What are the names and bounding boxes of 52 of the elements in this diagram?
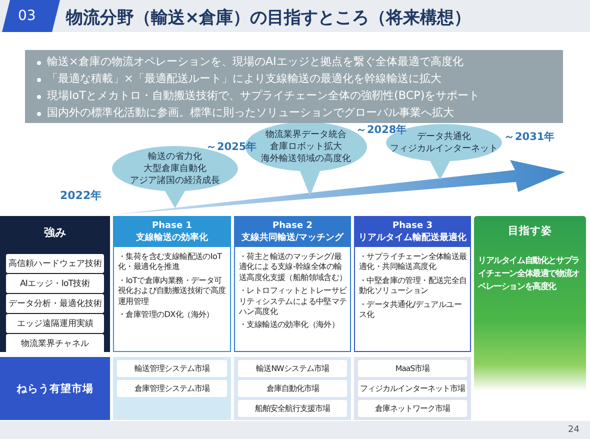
bubble-text: アジア諸国の経済成長	[130, 175, 220, 187]
phase-bullet: ・荷主と輸送のマッチング/最適化による支線-幹線全体の輸送高度化支援（船舶領域含む）	[239, 251, 347, 282]
goal-heading: 目指す姿	[507, 224, 553, 238]
bubble-text: 輸送の省力化	[148, 151, 202, 163]
phase-bullet: ・IoTで倉庫内業務・データ可視化および自動搬送技術で高度運用管理	[118, 274, 227, 306]
slide-title: 物流分野（輸送×倉庫）の目指すところ（将来構想）	[66, 7, 472, 29]
bubble-text: 倉庫ロボット拡大	[270, 141, 342, 153]
phase-bullet: ・倉庫管理のDX化（海外）	[118, 309, 215, 320]
bubble-text: 海外輸送領域の高度化	[261, 153, 351, 165]
phase-bullet: ・集荷を含む支線輸配送のIoT化・最適化を推進	[118, 251, 223, 272]
year-label: ～2028年	[356, 123, 408, 137]
market-panel	[113, 357, 231, 420]
phase-panel	[234, 216, 351, 352]
phase-title: Phase 2	[272, 220, 312, 232]
phase-bullet: ・支線輸送の効率化（海外）	[239, 319, 340, 330]
phase-title: Phase 1	[152, 220, 192, 232]
phase-title: Phase 3	[392, 220, 432, 232]
year-label: 2022年	[60, 188, 102, 203]
phase-bullet: ・サプライチェーン全体輸送最適化・共同輸送高度化	[359, 251, 467, 272]
phase-bullet: ・レトロフィットとトレーサビリティシステムによる中堅マテハン高度化	[239, 285, 347, 316]
bullet-text: 輸送×倉庫の物流オペレーションを、現場のAIエッジと拠点を繋ぐ全体最適で高度化	[47, 54, 464, 70]
phase-bullet: ・中堅倉庫の管理・配送完全自動化ソリューション	[359, 274, 467, 296]
bullet-text: 国内外の標準化活動に参画。標準に則ったソリューションでグローバル事業へ拡大	[47, 105, 455, 121]
market-panel	[234, 357, 351, 420]
strength-box: 物流業界チャネル	[6, 334, 104, 353]
bubble-text: データ共通化	[417, 131, 471, 143]
bullet-text: 現場IoTとメカトロ・自動搬送技術で、サプライチェーン全体の強靭性(BCP)をサポート	[47, 88, 481, 104]
phase-panel	[113, 216, 231, 352]
phase-title: リアルタイム輸配送最適化	[358, 232, 466, 244]
phase-bullet: ・データ共通化/デュアルユース化	[359, 298, 463, 320]
strengths-panel	[0, 216, 110, 352]
phase-title: 支線輸送の効率化	[136, 232, 208, 244]
phase-title: 支線共同輸送/マッチング	[241, 232, 344, 244]
bubble-text: 物流業界データ統合	[266, 129, 346, 141]
bullet-text: 「最適な積載」×「最適配送ルート」により支線輸送の最適化を幹線輸送に拡大	[47, 71, 442, 87]
year-label: ～2025年	[206, 140, 258, 154]
phase-panel	[354, 216, 471, 352]
page-number: 24	[568, 425, 580, 435]
strength-box: エッジ遠隔運用実績	[6, 314, 104, 333]
strength-box: 高信頼ハードウェア技術	[6, 254, 104, 273]
market-heading-box: ねらう有望市場	[0, 357, 110, 420]
goal-panel	[474, 216, 586, 391]
section-number: 03	[18, 8, 36, 24]
bubble-text: 大型倉庫自動化	[144, 163, 206, 175]
strength-box: データ分析・最適化技術	[6, 294, 104, 313]
goal-text: リアルタイム自動化とサプライチェーン全体最適で物流オペレーションを高度化	[477, 254, 580, 293]
year-label: ～2031年	[504, 130, 556, 144]
market-panel	[354, 357, 471, 420]
strength-box: AIエッジ・IoT技術	[6, 274, 104, 293]
panel-heading: 強み	[43, 225, 67, 240]
summary-panel	[25, 50, 563, 123]
bubble-text: フィジカルインターネット	[390, 143, 498, 155]
